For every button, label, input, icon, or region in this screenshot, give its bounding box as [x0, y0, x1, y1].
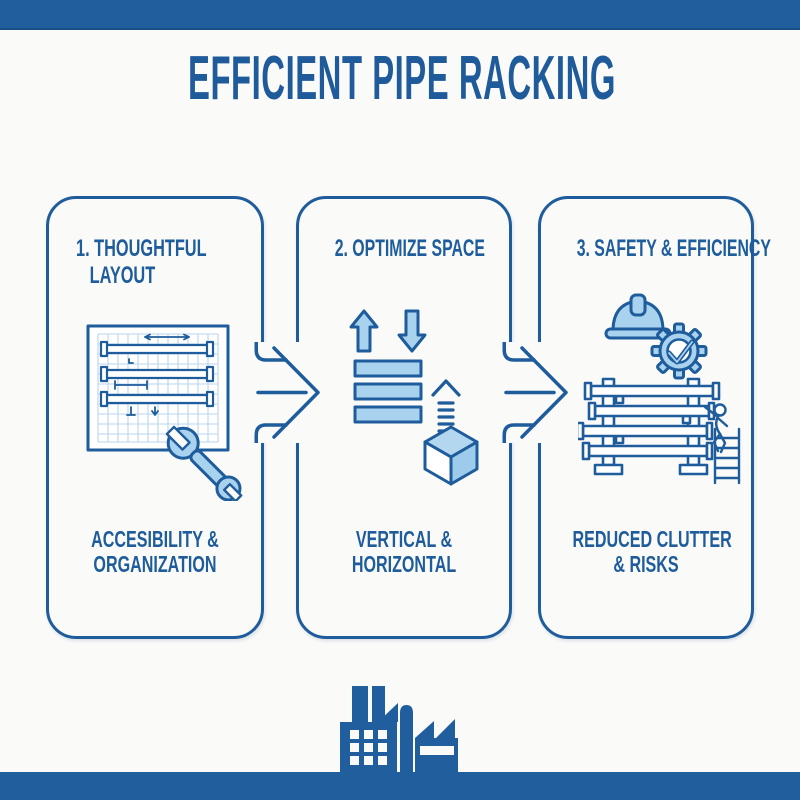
page-title: EFFICIENT PIPE RACKING: [188, 44, 616, 113]
down-arrow-icon: [397, 309, 427, 353]
stack-bar-3: [353, 405, 423, 424]
stack-bar-2: [353, 382, 423, 401]
panel1-caption-line2: ORGANIZATION: [93, 551, 217, 577]
panel3-heading: 3. SAFETY & EFFICIENCY: [576, 235, 771, 262]
panel-safety-efficiency: 3. SAFETY & EFFICIENCY: [538, 196, 771, 639]
factory-icon: [340, 686, 458, 775]
rack-pipe-2: [587, 401, 716, 421]
panel-thoughtful-layout: 1. THOUGHTFUL LAYOUT: [46, 196, 264, 639]
gear-check-icon: [650, 322, 708, 380]
wrench-icon: [165, 425, 243, 501]
rack-pipe-1: [583, 381, 721, 401]
panel2-heading: 2. OPTIMIZE SPACE: [334, 235, 485, 262]
flow-arrow-icon: [248, 342, 330, 443]
panel1-heading: 1. THOUGHTFUL LAYOUT: [76, 235, 207, 289]
rack-pipe-4: [581, 441, 714, 461]
flow-arrow-icon: [496, 342, 578, 443]
pipe-rack: [575, 377, 721, 476]
cube-icon: [423, 425, 479, 486]
panel1-caption: ACCESIBILITY & ORGANIZATION: [81, 527, 229, 577]
panel3-heading-line1: 3. SAFETY & EFFICIENCY: [576, 235, 771, 262]
panel3-caption: REDUCED CLUTTER & RISKS: [572, 526, 732, 577]
panel1-caption-line1: ACCESIBILITY &: [91, 526, 219, 552]
hardhat-gear-rack-icon: [575, 293, 741, 485]
blueprint-pipe-2: [99, 365, 215, 383]
panel3-caption-line2: & RISKS: [613, 551, 679, 577]
rack-pipe-3: [575, 421, 714, 441]
panel1-heading-line2: LAYOUT: [89, 262, 156, 289]
top-bar: [0, 0, 800, 30]
panel2-caption-line1: VERTICAL &: [355, 526, 453, 552]
up-arrow-icon: [349, 309, 379, 353]
panel2-heading-line1: 2. OPTIMIZE SPACE: [334, 235, 485, 262]
factory-windows: [350, 730, 387, 765]
panel2-caption: VERTICAL & HORIZONTAL: [331, 527, 478, 577]
stack-bar-1: [353, 359, 423, 378]
hard-hat-icon: [604, 293, 672, 340]
bottom-bar: [0, 772, 800, 800]
dimension-marks: [114, 333, 190, 416]
panel2-caption-line2: HORIZONTAL: [351, 551, 457, 577]
panel3-caption-line1: REDUCED CLUTTER: [572, 526, 732, 552]
blueprint-pipe-3: [99, 390, 215, 408]
blueprint-pipe-1: [99, 340, 215, 358]
worker-on-ladder: [703, 403, 741, 485]
panel1-heading-line1: 1. THOUGHTFUL: [76, 235, 207, 262]
stack-arrows-cube-icon: [349, 309, 479, 486]
dashed-up-arrow-icon: [431, 379, 461, 433]
blueprint-wrench-icon: [86, 324, 243, 501]
